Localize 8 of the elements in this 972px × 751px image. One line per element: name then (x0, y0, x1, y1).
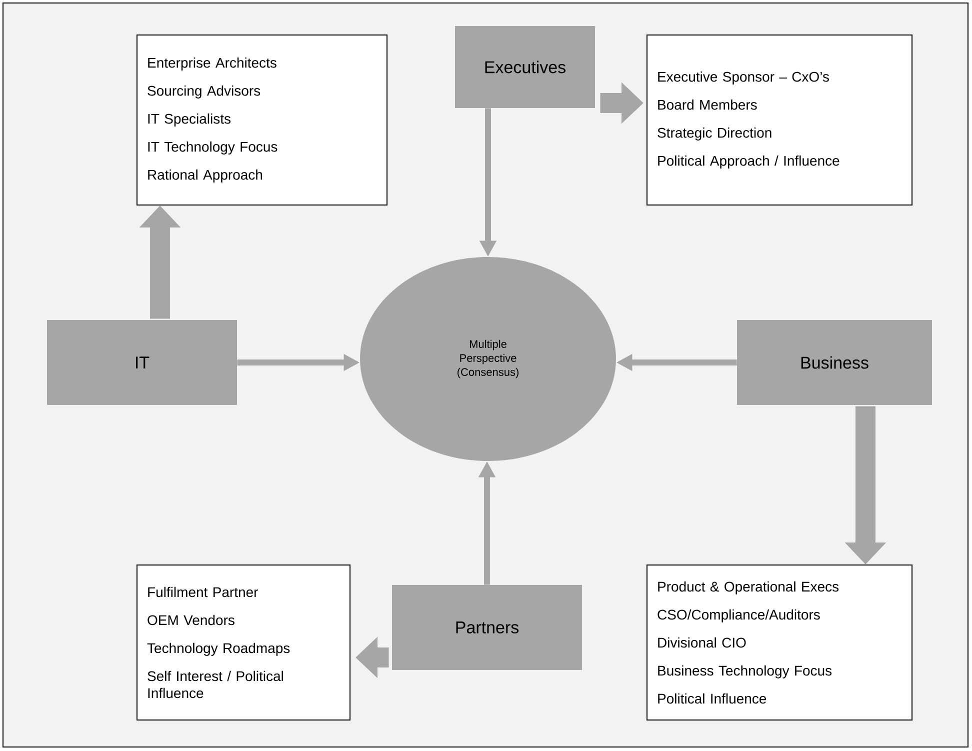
list-box: Fulfilment Partner OEM Vendors Technology Roadmaps Self Interest / Political Influence (136, 564, 350, 720)
role-box: IT (47, 320, 237, 405)
role-box: Partners (392, 585, 582, 670)
list-box: Product & Operational Execs CSO/Compliance/Auditors Divisional CIO Business Technology Focus Political Influence (646, 564, 912, 720)
role-box: Business (737, 320, 932, 405)
role-box: Executives (455, 26, 595, 108)
list-box: Enterprise Architects Sourcing Advisors IT Specialists IT Technology Focus Rational Approach (136, 34, 388, 206)
list-box: Executive Sponsor – CxO’s Board Members Strategic Direction Political Approach / Influence (646, 34, 912, 206)
